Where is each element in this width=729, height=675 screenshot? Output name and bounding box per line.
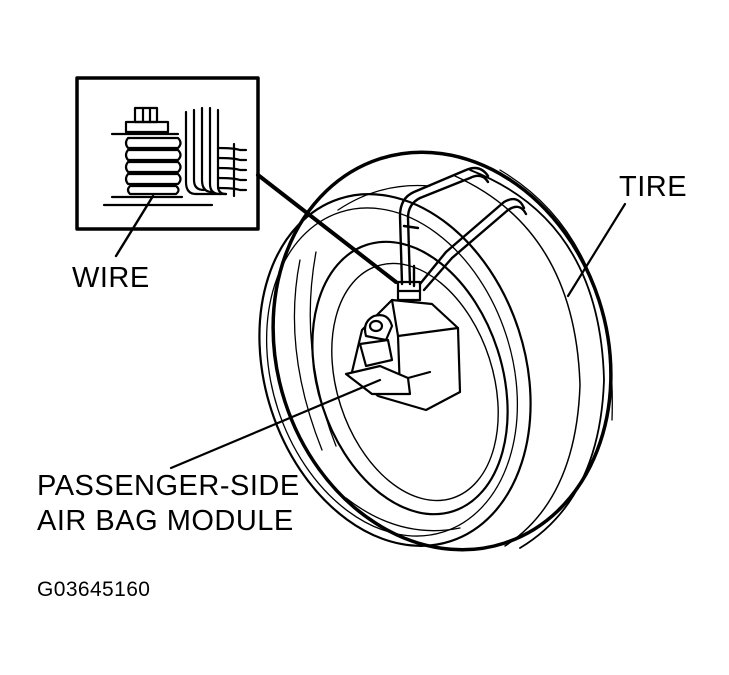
- tire-sidewall: [258, 193, 532, 547]
- figure-code: G03645160: [37, 578, 151, 601]
- air-bag-module-label-line2: AIR BAG MODULE: [37, 505, 294, 537]
- wire-bundle-icon: [184, 106, 248, 198]
- wire-leader-line: [114, 194, 155, 258]
- wire-detail-inset: [75, 76, 260, 258]
- wire-loop-icon: [398, 166, 528, 292]
- air-bag-module-label: PASSENGER-SIDE AIR BAG MODULE: [37, 469, 300, 539]
- wire-coil-icon: [102, 136, 214, 207]
- inset-connector-line: [256, 173, 398, 284]
- module-leader-line: [169, 378, 382, 470]
- air-bag-module-icon: [344, 280, 462, 412]
- tire-icon: [258, 150, 613, 552]
- air-bag-module-label-line1: PASSENGER-SIDE: [37, 470, 300, 502]
- tire-leader-line: [566, 202, 627, 298]
- tire-label: TIRE: [619, 171, 688, 203]
- bolt-icon: [110, 106, 180, 136]
- wire-label: WIRE: [72, 262, 150, 294]
- inset-frame: [75, 76, 260, 231]
